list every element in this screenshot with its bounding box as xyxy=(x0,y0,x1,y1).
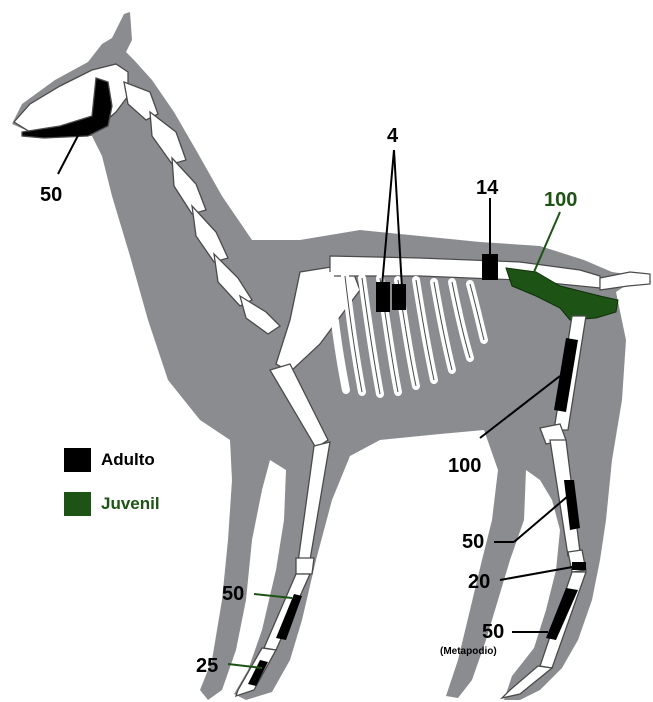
juvenile-swatch xyxy=(64,492,91,516)
lumbar-highlight xyxy=(482,254,498,280)
legend-adult: Adulto xyxy=(64,448,155,472)
label-fore-phalanx: 25 xyxy=(196,655,218,677)
legend-juvenile-label: Juvenil xyxy=(101,494,160,514)
label-tarsal: 20 xyxy=(468,571,490,593)
label-mandible: 50 xyxy=(40,184,62,206)
label-fore-metapodial: 50 xyxy=(222,583,244,605)
label-lumbar: 14 xyxy=(476,177,499,199)
label-femur: 100 xyxy=(448,455,481,477)
carpals xyxy=(296,558,314,574)
adult-swatch xyxy=(64,448,91,472)
legend-juvenile: Juvenil xyxy=(64,492,160,516)
label-hind-metapodial-note: (Metapodio) xyxy=(440,646,497,657)
label-thoracic: 4 xyxy=(387,125,399,147)
label-tibia: 50 xyxy=(462,531,484,553)
legend-adult-label: Adulto xyxy=(101,450,155,470)
label-hind-metapodial: 50 xyxy=(482,621,504,643)
label-pelvis-juvenile: 100 xyxy=(544,189,577,211)
